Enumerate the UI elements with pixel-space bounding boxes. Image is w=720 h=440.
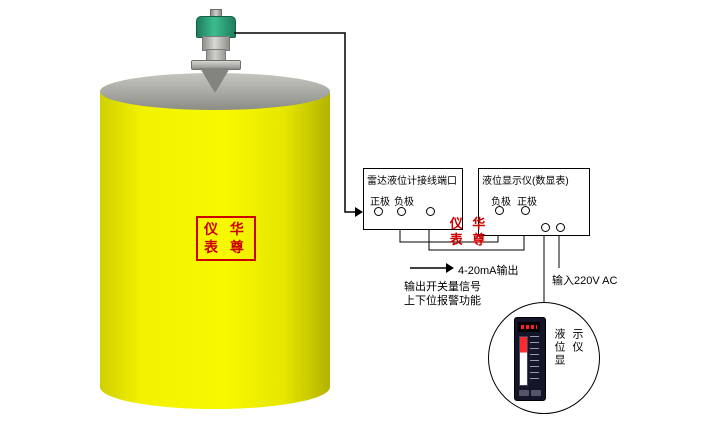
radar-terminal-spare [426,207,435,216]
display-terminal-ac1 [541,223,550,232]
alarm-function-label: 上下位报警功能 [404,295,481,307]
device-scale-ticks-icon [530,336,539,384]
tank-watermark-line1: 仪 华 [204,221,248,237]
display-terminal-ac2 [556,223,565,232]
radar-terminal-box: 雷达液位计接线端口 正极 负极 [363,168,463,230]
instrument-label: 液位显 示仪 [551,328,585,367]
display-terminal-box-title: 液位显示仪(数显表) [482,176,569,187]
tank-watermark-line2: 表 尊 [204,238,248,255]
device-button-left [519,390,529,396]
device-bargraph-icon [519,336,528,386]
device-led-digits-icon [521,325,537,329]
wiring-watermark-line2: 表 尊 [449,232,489,248]
sensor-wire-arrowhead-icon [355,207,363,217]
display-terminal-positive [521,206,530,215]
output-4-20ma-label: 4-20mA输出 [458,265,519,277]
sensor-horn-antenna [200,68,230,93]
wiring-watermark-line1: 仪 华 [449,216,489,231]
level-display-device [514,317,546,401]
instrument-label-col2: 示仪 [571,328,583,354]
device-digital-display [518,322,540,332]
wiring-watermark: 仪 华 表 尊 [445,216,493,249]
radar-terminal-negative [397,207,406,216]
radar-terminal-box-title: 雷达液位计接线端口 [367,176,457,187]
instrument-label-col1: 液位显 [553,328,565,367]
sensor-housing-cap [196,16,236,38]
device-buttons [519,390,541,396]
switch-signal-label: 输出开关量信号 [404,281,481,293]
display-positive-label: 正极 [517,197,537,208]
radar-negative-label: 负极 [394,197,414,208]
tank-watermark: 仪 华 表 尊 [196,216,256,261]
display-terminal-box: 液位显示仪(数显表) 负极 正极 [478,168,590,236]
device-button-right [531,390,541,396]
output-arrowhead-icon [446,263,454,273]
display-negative-label: 负极 [491,197,511,208]
radar-terminal-positive [374,207,383,216]
ac-input-label: 输入220V AC [552,275,618,287]
display-terminal-negative [495,206,504,215]
radar-positive-label: 正极 [370,197,390,208]
